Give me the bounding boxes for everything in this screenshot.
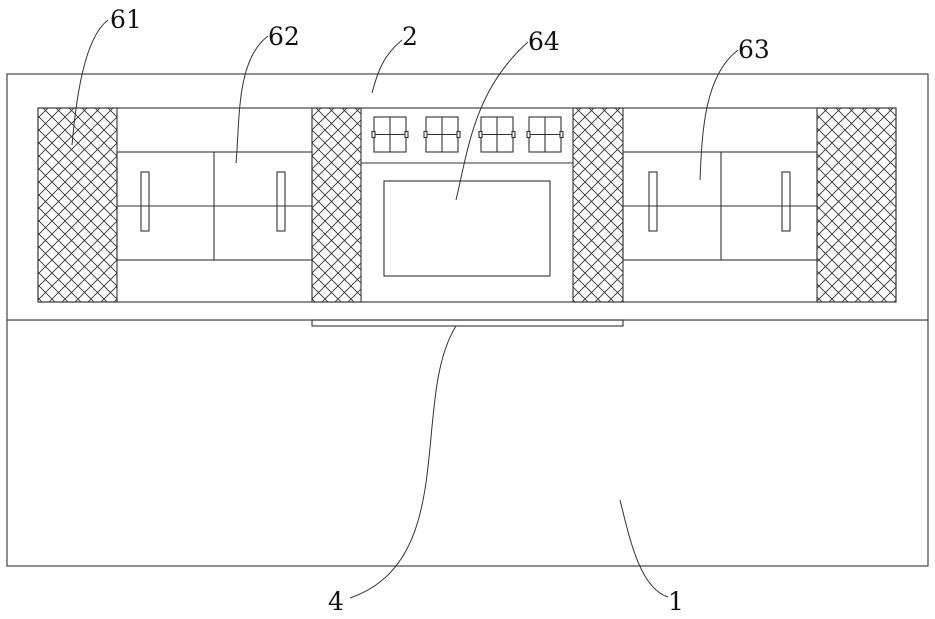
- hatched-block-left: [38, 108, 117, 302]
- base-body: [7, 320, 928, 566]
- hatched-block-right: [817, 108, 896, 302]
- label-1: 1: [668, 587, 684, 616]
- label-62: 62: [268, 22, 300, 51]
- label-4: 4: [328, 587, 344, 616]
- label-63: 63: [738, 35, 770, 64]
- label-64: 64: [528, 27, 560, 56]
- hatched-block-center-left: [312, 108, 361, 302]
- hatched-block-center-right: [573, 108, 623, 302]
- label-2: 2: [402, 22, 418, 51]
- label-61: 61: [110, 5, 142, 34]
